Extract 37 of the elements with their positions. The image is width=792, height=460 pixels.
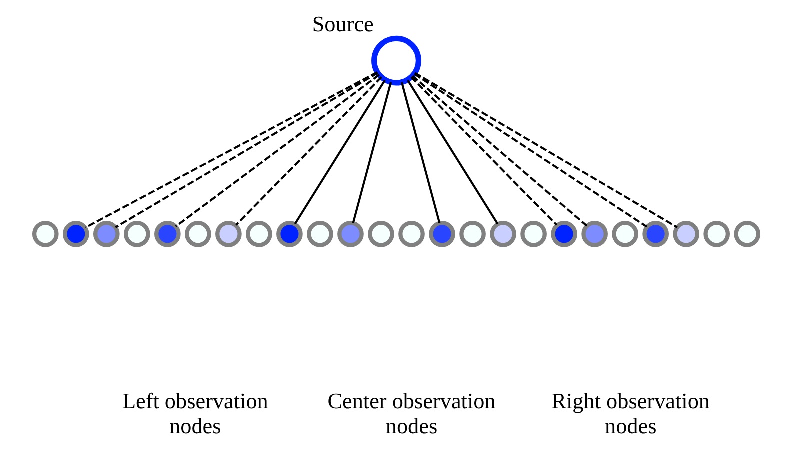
connector [400,82,440,224]
node-circle [428,220,455,248]
connector [412,75,588,227]
node-circle [32,220,58,248]
connector [294,80,386,225]
node-circle [154,220,180,248]
node-circle [337,220,364,248]
label: Center observation nodes [327,388,496,439]
node-circle [398,220,424,248]
node-circle [371,36,421,86]
node-circle [62,220,89,248]
label: Right observation nodes [551,388,710,439]
node-circle [672,220,700,248]
connector [406,80,498,225]
node-circle [612,220,638,248]
connector [410,76,558,226]
node-circle [124,220,150,248]
node-label: Source [312,11,374,36]
node-circle [459,220,486,248]
node-circle [581,220,608,248]
node-circle [215,220,242,248]
node-circle [368,220,394,248]
node-circle [734,220,760,248]
node-circle [184,220,211,248]
node-circle [490,220,516,248]
node-circle [550,220,577,248]
node-circle [276,220,302,248]
node-circle [703,220,730,248]
connector [352,82,392,224]
node-circle [246,220,272,248]
connector [174,74,380,228]
connector [234,76,382,226]
node-circle [520,220,546,248]
node-circle [642,220,668,248]
node-circle [306,220,333,248]
label: Left observation nodes [122,388,268,439]
node-circle [92,220,120,248]
